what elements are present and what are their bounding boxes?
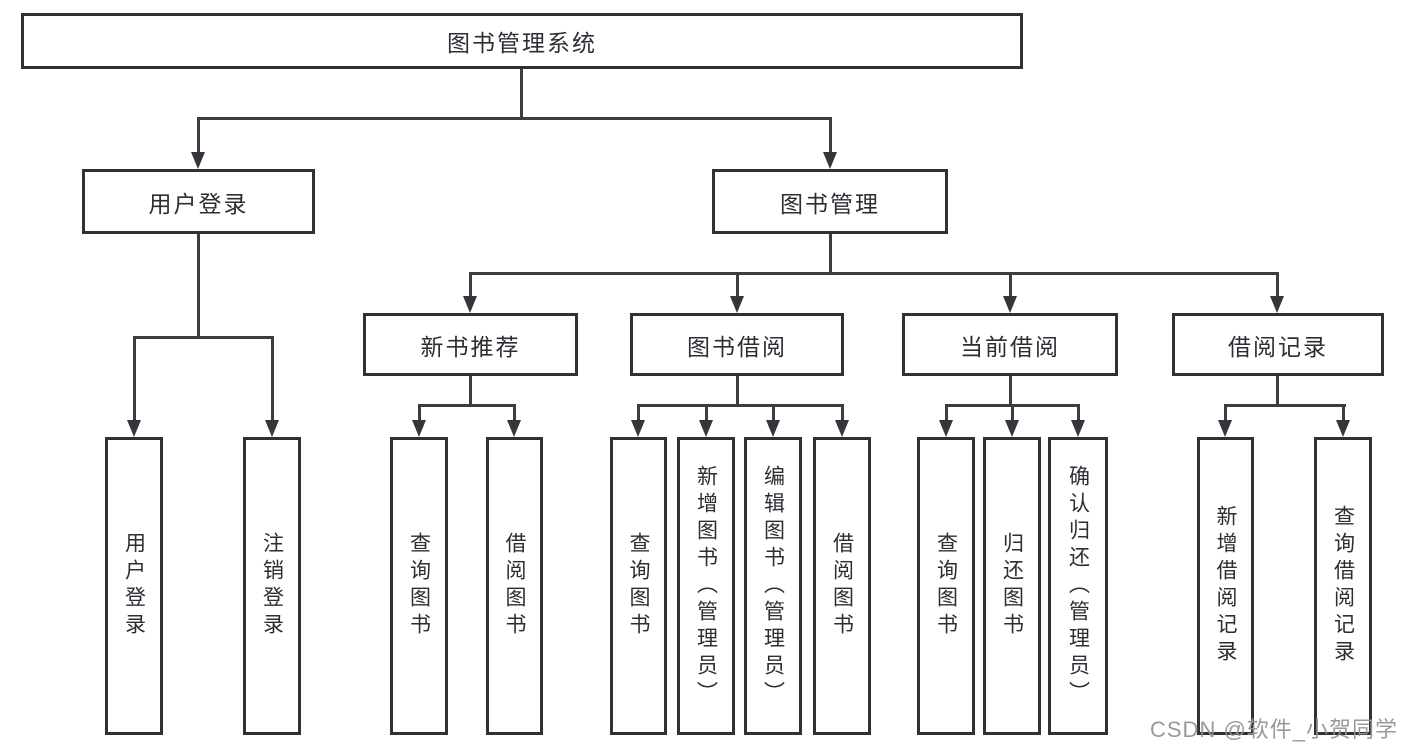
- csdn-watermark: CSDN @软件_小贺同学: [1150, 717, 1399, 742]
- node-user-login-group: 用户登录: [82, 169, 315, 234]
- node-label: 当前借阅: [960, 333, 1060, 360]
- arrowhead-down-icon: [823, 152, 837, 169]
- node-label: 借阅图书: [830, 532, 854, 640]
- leaf-confirm-return-admin: 确认归还（管理员）: [1048, 437, 1108, 735]
- leaf-add-books-admin: 新增图书（管理员）: [677, 437, 735, 735]
- node-label: 图书管理系统: [447, 30, 597, 56]
- connector-line: [1276, 272, 1279, 297]
- arrowhead-down-icon: [1003, 296, 1017, 313]
- connector-line: [469, 272, 472, 297]
- node-label: 新增借阅记录: [1214, 505, 1237, 667]
- connector-line: [1224, 404, 1346, 407]
- connector-line: [197, 117, 832, 120]
- arrowhead-down-icon: [463, 296, 477, 313]
- connector-line: [1077, 404, 1080, 422]
- leaf-return-books: 归还图书: [983, 437, 1041, 735]
- node-label: 确认归还（管理员）: [1066, 464, 1090, 708]
- arrowhead-down-icon: [835, 420, 849, 437]
- node-book-borrowing: 图书借阅: [630, 313, 844, 376]
- connector-line: [520, 69, 523, 118]
- node-borrowing-records: 借阅记录: [1172, 313, 1384, 376]
- leaf-query-borrow-record: 查询借阅记录: [1314, 437, 1372, 735]
- arrowhead-down-icon: [507, 420, 521, 437]
- connector-line: [841, 404, 844, 422]
- connector-line: [197, 117, 200, 153]
- leaf-borrow-books-recommend: 借阅图书: [486, 437, 543, 735]
- leaf-edit-books-admin: 编辑图书（管理员）: [744, 437, 802, 735]
- connector-line: [1009, 376, 1012, 407]
- node-label: 新书推荐: [420, 333, 521, 360]
- node-label: 编辑图书（管理员）: [761, 464, 785, 708]
- node-library-management-system: 图书管理系统: [21, 13, 1023, 69]
- arrowhead-down-icon: [1336, 420, 1350, 437]
- connector-line: [945, 404, 948, 422]
- arrowhead-down-icon: [631, 420, 645, 437]
- node-label: 查询图书: [407, 532, 431, 640]
- connector-line: [637, 404, 640, 422]
- connector-line: [197, 234, 200, 337]
- node-current-borrowing: 当前借阅: [902, 313, 1118, 376]
- leaf-query-books-recommend: 查询图书: [390, 437, 448, 735]
- arrowhead-down-icon: [699, 420, 713, 437]
- arrowhead-down-icon: [1005, 420, 1019, 437]
- leaf-user-login: 用户登录: [105, 437, 163, 735]
- arrowhead-down-icon: [730, 296, 744, 313]
- arrowhead-down-icon: [1071, 420, 1085, 437]
- node-label: 归还图书: [1000, 532, 1024, 640]
- leaf-query-books-borrowing: 查询图书: [610, 437, 667, 735]
- connector-line: [1011, 404, 1014, 422]
- leaf-logout: 注销登录: [243, 437, 301, 735]
- leaf-borrow-books: 借阅图书: [813, 437, 871, 735]
- node-label: 图书借阅: [687, 333, 787, 360]
- leaf-query-books-current: 查询图书: [917, 437, 975, 735]
- node-label: 借阅记录: [1228, 333, 1328, 360]
- node-label: 查询借阅记录: [1331, 505, 1355, 667]
- node-label: 查询图书: [627, 532, 650, 640]
- node-label: 注销登录: [260, 532, 284, 640]
- connector-line: [469, 272, 1278, 275]
- connector-line: [829, 117, 832, 153]
- node-label: 查询图书: [934, 532, 958, 640]
- connector-line: [133, 336, 136, 421]
- node-label: 借阅图书: [503, 532, 526, 640]
- connector-line: [736, 376, 739, 407]
- connector-line: [637, 404, 844, 407]
- connector-line: [829, 234, 832, 273]
- arrowhead-down-icon: [1270, 296, 1284, 313]
- node-label: 用户登录: [122, 532, 146, 640]
- connector-line: [1276, 376, 1279, 407]
- arrowhead-down-icon: [191, 152, 205, 169]
- connector-line: [418, 404, 516, 407]
- connector-line: [469, 376, 472, 407]
- connector-line: [705, 404, 708, 422]
- node-label: 图书管理: [780, 190, 880, 217]
- node-label: 新增图书（管理员）: [694, 464, 718, 708]
- connector-line: [133, 336, 274, 339]
- arrowhead-down-icon: [766, 420, 780, 437]
- node-new-book-recommendation: 新书推荐: [363, 313, 578, 376]
- node-book-management: 图书管理: [712, 169, 948, 234]
- connector-line: [1009, 272, 1012, 297]
- leaf-add-borrow-record: 新增借阅记录: [1197, 437, 1254, 735]
- connector-line: [772, 404, 775, 422]
- arrowhead-down-icon: [265, 420, 279, 437]
- connector-line: [736, 272, 739, 297]
- connector-line: [1224, 404, 1227, 422]
- arrowhead-down-icon: [127, 420, 141, 437]
- connector-line: [513, 404, 516, 422]
- arrowhead-down-icon: [412, 420, 426, 437]
- connector-line: [271, 336, 274, 421]
- node-label: 用户登录: [148, 190, 249, 217]
- connector-line: [418, 404, 421, 422]
- connector-line: [1342, 404, 1345, 422]
- arrowhead-down-icon: [1218, 420, 1232, 437]
- arrowhead-down-icon: [939, 420, 953, 437]
